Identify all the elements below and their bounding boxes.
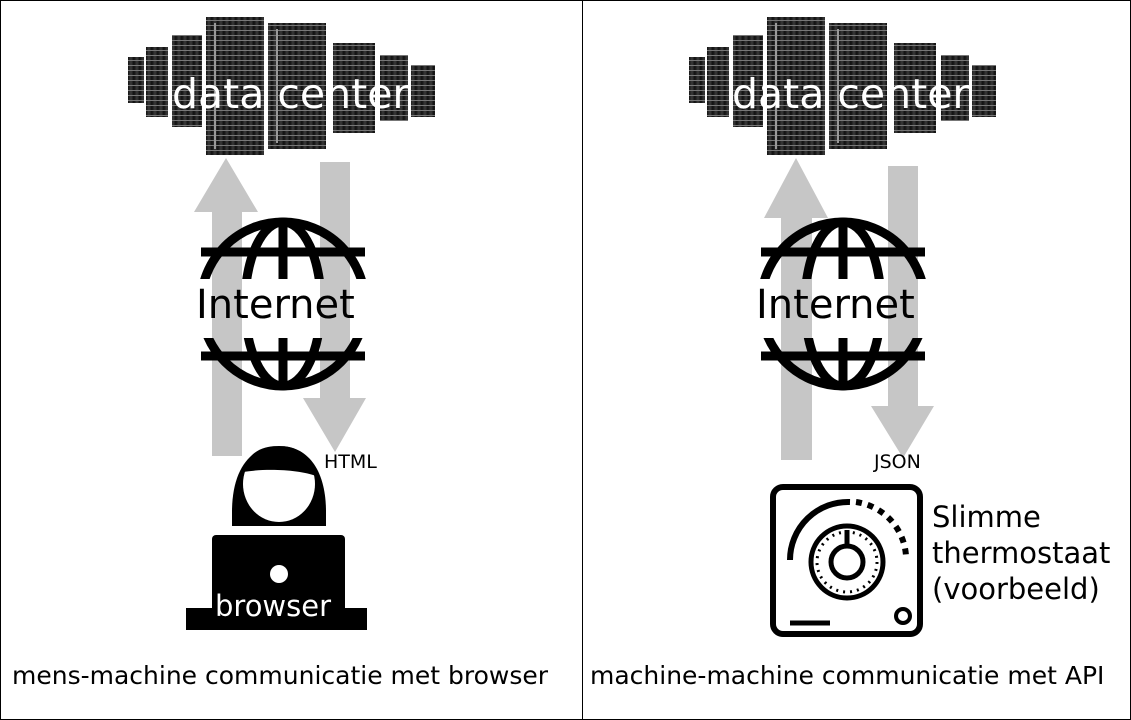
right-caption: machine-machine communicatie met API: [590, 661, 1105, 690]
left-client-label: browser: [215, 589, 332, 623]
right-down-arrow-icon: [871, 166, 934, 458]
person-at-laptop-icon: [186, 446, 367, 630]
right-internet-label: Internet: [756, 282, 915, 328]
right-device-label: Slimme thermostaat (voorbeeld): [932, 500, 1111, 606]
left-down-arrow-icon: [303, 162, 366, 452]
left-datacenter-label: data center: [172, 70, 410, 118]
thermostat-icon: [770, 484, 923, 637]
left-caption: mens-machine communicatie met browser: [12, 661, 549, 690]
left-format-label: HTML: [324, 451, 377, 473]
right-format-label: JSON: [874, 451, 921, 473]
panel-divider: [582, 0, 583, 720]
right-datacenter-label: data center: [732, 70, 970, 118]
left-internet-label: Internet: [196, 282, 355, 328]
